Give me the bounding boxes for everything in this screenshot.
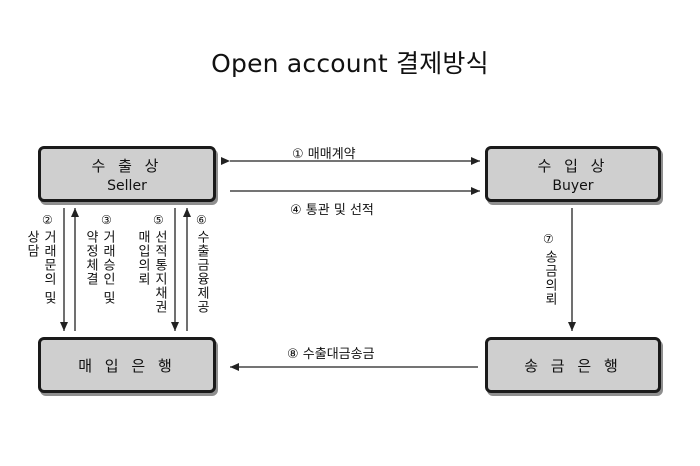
remitting-bank-name: 송 금 은 행	[524, 356, 622, 375]
step5-text-2: 매입의뢰	[135, 230, 150, 286]
step3-number: ③	[101, 213, 112, 227]
exporter-box: 수 출 상 Seller	[38, 146, 216, 202]
step1-text: 매매계약	[307, 147, 356, 162]
importer-box: 수 입 상 Buyer	[485, 146, 661, 202]
exporter-name: 수 출 상	[91, 156, 163, 175]
step8-label: ⑧ 수출대금송금	[287, 343, 375, 362]
importer-name: 수 입 상	[537, 156, 609, 175]
step2-text: 거래문의 및	[41, 230, 56, 306]
exporter-sub: Seller	[107, 177, 147, 194]
importer-sub: Buyer	[552, 177, 594, 194]
step8-text: 수출대금송금	[302, 347, 375, 362]
buying-bank-box: 매 입 은 행	[38, 337, 216, 393]
step2-number: ②	[42, 213, 53, 227]
step6-number: ⑥	[196, 213, 207, 227]
step4-number: ④	[290, 203, 302, 218]
step5-text: 선적통지채권	[152, 230, 167, 314]
step8-number: ⑧	[287, 347, 299, 362]
step3-text: 거래승인 및	[100, 230, 115, 306]
step4-label: ④ 통관 및 선적	[290, 199, 374, 218]
step7-text: 송금의뢰	[542, 250, 557, 306]
step6-text: 수출금융제공	[194, 230, 209, 314]
step3-text-2: 약정체결	[83, 230, 98, 286]
diagram-title: Open account 결제방식	[211, 49, 489, 78]
buying-bank-name: 매 입 은 행	[78, 356, 176, 375]
remitting-bank-box: 송 금 은 행	[485, 337, 661, 393]
step7-number: ⑦	[543, 232, 554, 246]
step1-number: ①	[292, 147, 304, 162]
step5-number: ⑤	[153, 213, 164, 227]
step2-text-2: 상담	[24, 230, 39, 258]
step1-label: ① 매매계약	[292, 143, 356, 162]
step4-text: 통관 및 선적	[305, 203, 374, 218]
